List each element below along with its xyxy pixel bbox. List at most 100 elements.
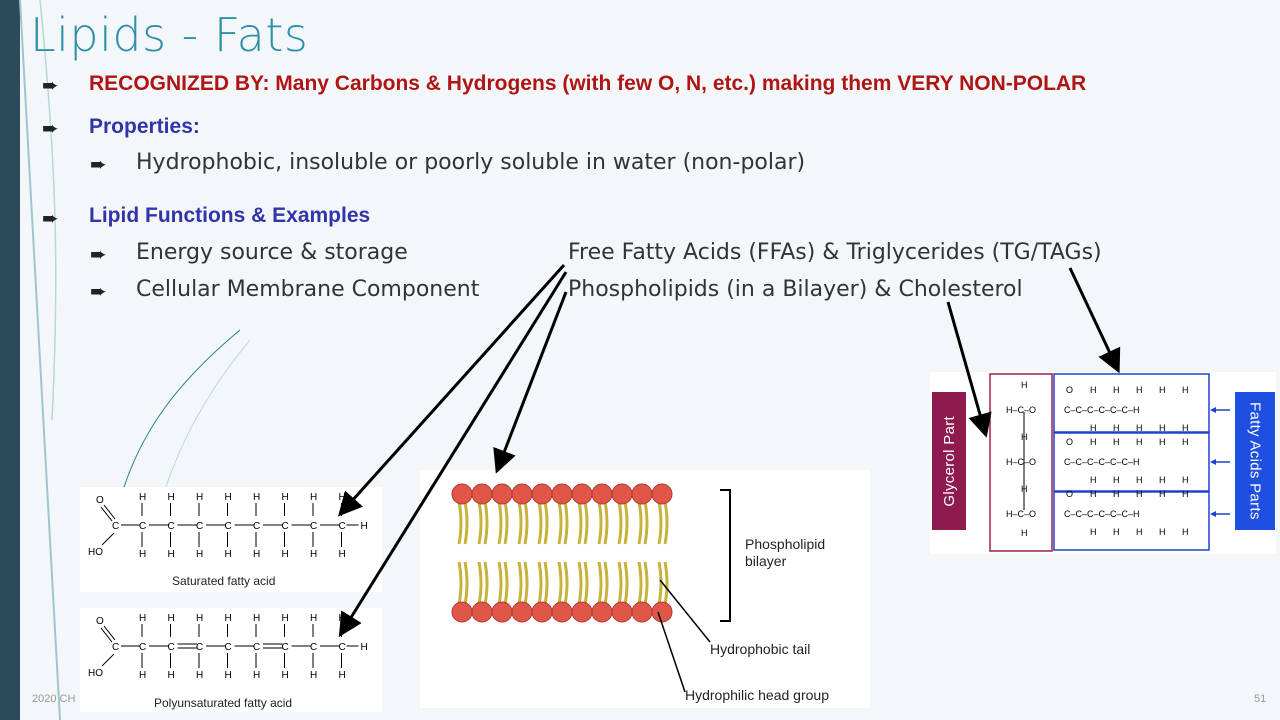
arrow-to-bilayer: [493, 291, 568, 474]
svg-text:H: H: [168, 549, 175, 560]
svg-text:C: C: [225, 642, 232, 653]
svg-text:H–C–O: H–C–O: [1006, 405, 1036, 415]
bullet-functions: Lipid Functions & Examples: [89, 204, 371, 227]
energy-examples: Free Fatty Acids (FFAs) & Triglycerides …: [568, 240, 1102, 265]
saturated-caption: Saturated fatty acid: [172, 574, 276, 588]
svg-text:H: H: [1136, 489, 1143, 499]
svg-text:H–C–O: H–C–O: [1006, 509, 1036, 519]
svg-text:C: C: [310, 521, 317, 532]
sub-bullet-energy: Energy source & storage: [136, 240, 408, 265]
svg-text:C–C–C–C–C–C–H: C–C–C–C–C–C–H: [1064, 457, 1140, 467]
svg-text:H: H: [1136, 385, 1143, 395]
sub-bullet-marker-energy: ➨: [90, 244, 107, 266]
svg-text:HO: HO: [88, 668, 103, 679]
svg-text:C–C–C–C–C–C–H: C–C–C–C–C–C–H: [1064, 405, 1140, 415]
svg-text:H: H: [1159, 489, 1166, 499]
svg-text:H: H: [1113, 437, 1120, 447]
arrow-to-glycerol: [946, 301, 992, 438]
svg-text:H: H: [225, 613, 232, 624]
fatty-acids-parts-label: Fatty Acids Parts: [1246, 402, 1264, 520]
svg-text:H: H: [1159, 385, 1166, 395]
svg-text:H: H: [225, 549, 232, 560]
svg-text:H: H: [1090, 423, 1097, 433]
svg-text:C: C: [112, 521, 119, 532]
svg-text:O: O: [1066, 437, 1073, 447]
bilayer-bracket: [720, 489, 731, 622]
bilayer-drawing: [451, 483, 673, 623]
svg-text:H: H: [139, 492, 146, 503]
svg-text:H: H: [1159, 527, 1166, 537]
svg-text:C: C: [310, 642, 317, 653]
svg-text:H: H: [196, 613, 203, 624]
svg-text:H: H: [1090, 475, 1097, 485]
hydrophilic-head-label: Hydrophilic head group: [685, 687, 829, 703]
svg-text:H: H: [361, 521, 368, 532]
svg-text:H: H: [1021, 484, 1028, 494]
svg-text:H: H: [225, 670, 232, 681]
svg-text:H: H: [253, 670, 260, 681]
left-stripe: [0, 0, 20, 720]
sub-bullet-hydrophobic: Hydrophobic, insoluble or poorly soluble…: [136, 150, 806, 175]
membrane-examples: Phospholipids (in a Bilayer) & Cholester…: [568, 277, 1023, 302]
svg-text:H: H: [1159, 423, 1166, 433]
svg-text:H: H: [139, 670, 146, 681]
sub-bullet-marker-membrane: ➨: [90, 281, 107, 303]
bullet-marker-recognized: ➨: [42, 75, 59, 97]
svg-text:C: C: [282, 642, 289, 653]
svg-text:H: H: [310, 549, 317, 560]
svg-text:H: H: [168, 492, 175, 503]
svg-text:O: O: [96, 616, 104, 627]
svg-text:O: O: [1066, 489, 1073, 499]
phospholipid-bilayer-figure: Phospholipid bilayer Hydrophobic tail Hy…: [420, 470, 870, 708]
svg-text:O: O: [96, 495, 104, 506]
svg-text:H: H: [1113, 527, 1120, 537]
svg-text:H: H: [282, 492, 289, 503]
slide-title: Lipids - Fats: [30, 8, 309, 62]
hydrophobic-tail-label: Hydrophobic tail: [710, 641, 811, 657]
svg-text:H: H: [1136, 437, 1143, 447]
svg-text:H: H: [1159, 475, 1166, 485]
page-number: 51: [1254, 693, 1267, 705]
fatty-acids-parts-box: Fatty Acids Parts: [1235, 392, 1275, 530]
svg-text:H: H: [225, 492, 232, 503]
svg-text:H: H: [253, 549, 260, 560]
svg-text:O: O: [1066, 385, 1073, 395]
svg-text:H: H: [253, 613, 260, 624]
bullet-recognized: RECOGNIZED BY: Many Carbons & Hydrogens …: [89, 72, 1087, 95]
polyunsaturated-caption: Polyunsaturated fatty acid: [154, 696, 293, 710]
svg-text:H: H: [1021, 528, 1028, 538]
svg-text:H: H: [1159, 437, 1166, 447]
arrow-to-saturated: [337, 263, 566, 517]
svg-text:C: C: [339, 642, 346, 653]
svg-text:H: H: [310, 613, 317, 624]
svg-text:C: C: [196, 521, 203, 532]
svg-text:H: H: [1182, 385, 1189, 395]
svg-text:H: H: [139, 549, 146, 560]
svg-text:H: H: [339, 670, 346, 681]
svg-text:H: H: [310, 670, 317, 681]
bullet-properties: Properties:: [89, 115, 200, 138]
bilayer-label-line1: Phospholipid: [745, 536, 826, 552]
svg-text:C: C: [282, 521, 289, 532]
svg-text:C: C: [253, 642, 260, 653]
svg-text:H: H: [1090, 527, 1097, 537]
svg-text:H: H: [1182, 437, 1189, 447]
svg-text:C: C: [139, 521, 146, 532]
arrow-to-fatty-acids: [1068, 267, 1121, 374]
svg-text:H: H: [1182, 527, 1189, 537]
svg-text:H: H: [282, 670, 289, 681]
svg-text:C: C: [168, 521, 175, 532]
svg-text:H: H: [1136, 527, 1143, 537]
svg-text:H–C–O: H–C–O: [1006, 457, 1036, 467]
svg-text:C: C: [225, 521, 232, 532]
svg-text:HO: HO: [88, 547, 103, 558]
svg-text:C–C–C–C–C–C–H: C–C–C–C–C–C–H: [1064, 509, 1140, 519]
svg-text:H: H: [310, 492, 317, 503]
svg-text:C: C: [139, 642, 146, 653]
svg-text:H: H: [282, 549, 289, 560]
bilayer-label-line2: bilayer: [745, 553, 787, 569]
svg-text:H: H: [196, 670, 203, 681]
